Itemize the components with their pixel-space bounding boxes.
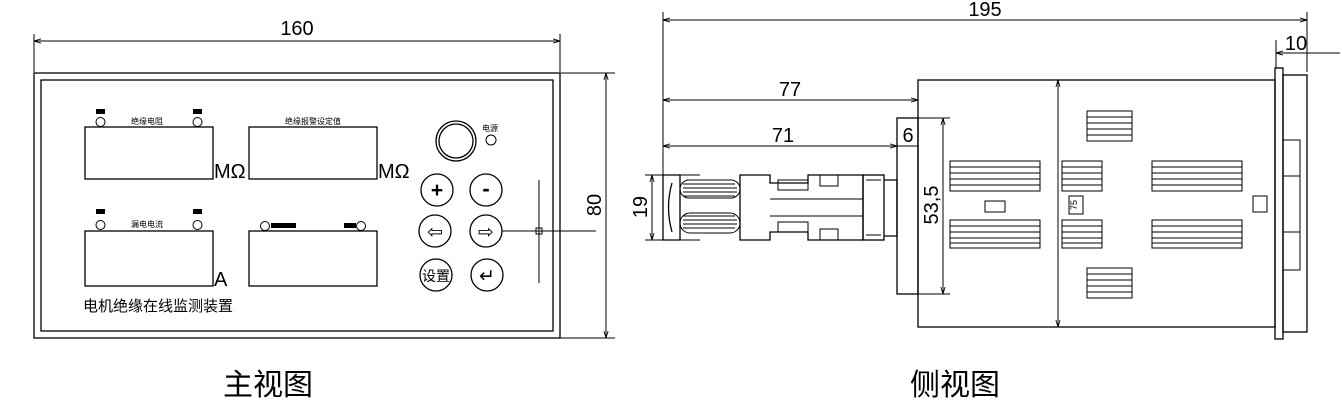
front-panel-outer bbox=[33, 72, 561, 339]
dim-53-5-label: 53,5 bbox=[921, 186, 943, 225]
minus-button[interactable]: - bbox=[469, 173, 503, 207]
indicator-led bbox=[95, 117, 106, 127]
vent-grille bbox=[1061, 160, 1103, 192]
right-button[interactable]: ⇨ bbox=[469, 214, 503, 248]
dim-195-label: 195 bbox=[968, 0, 1001, 21]
front-view: 160 80 绝缘电阻 MΩ 绝缘报警设定值 MΩ bbox=[33, 18, 615, 402]
enter-icon: ↵ bbox=[479, 266, 495, 287]
terminal-connector bbox=[662, 174, 898, 241]
right-arrow-icon: ⇨ bbox=[478, 222, 494, 243]
indicator-led bbox=[192, 220, 203, 230]
power-switch[interactable] bbox=[435, 120, 477, 162]
indicator-led bbox=[95, 220, 106, 230]
dim-160-label: 160 bbox=[280, 18, 313, 40]
display-4-screen bbox=[248, 230, 378, 287]
display-2-screen bbox=[248, 126, 378, 180]
dim-6-label: 6 bbox=[902, 125, 913, 147]
display-1-unit: MΩ bbox=[214, 161, 246, 183]
display-2-label: 绝缘报警设定值 bbox=[285, 116, 341, 126]
dim-19-label: 19 bbox=[630, 196, 652, 218]
power-label: 电源 bbox=[482, 123, 498, 133]
left-arrow-icon: ⇦ bbox=[427, 222, 443, 243]
vent-grille bbox=[1061, 219, 1103, 249]
display-1-label: 绝缘电阻 bbox=[131, 116, 163, 126]
latch bbox=[1068, 195, 1084, 215]
dim-75-label: 75 bbox=[1069, 200, 1079, 210]
svg-text:-: - bbox=[482, 176, 489, 201]
latch bbox=[1252, 195, 1268, 213]
vent-grille bbox=[1151, 219, 1243, 249]
svg-text:设置: 设置 bbox=[422, 268, 450, 284]
side-view-caption: 侧视图 bbox=[910, 369, 1000, 402]
display-2-unit: MΩ bbox=[378, 161, 410, 183]
latch bbox=[984, 200, 1006, 213]
vent-grille bbox=[949, 219, 1041, 249]
dim-80-label: 80 bbox=[584, 194, 606, 216]
vent-grille bbox=[1086, 110, 1133, 142]
device-name: 电机绝缘在线监测装置 bbox=[83, 298, 233, 315]
display-insulation-resistance: 绝缘电阻 MΩ bbox=[84, 109, 246, 183]
side-view: 195 10 77 71 6 19 53,5 75 bbox=[630, 0, 1340, 402]
vent-grilles bbox=[949, 110, 1243, 299]
power-led bbox=[485, 134, 497, 146]
indicator-led bbox=[356, 221, 366, 231]
display-3-screen bbox=[84, 230, 214, 287]
plus-button[interactable]: + bbox=[420, 173, 454, 207]
dim-71-label: 71 bbox=[772, 125, 794, 147]
display-leakage-current: 漏电电流 A bbox=[84, 209, 228, 291]
enter-button[interactable]: ↵ bbox=[470, 258, 504, 292]
front-view-caption: 主视图 bbox=[223, 369, 313, 402]
display-3-label: 漏电电流 bbox=[131, 219, 163, 229]
display-alarm-setpoint: 绝缘报警设定值 MΩ bbox=[248, 116, 410, 183]
vent-grille bbox=[949, 160, 1041, 192]
vent-grille bbox=[1151, 160, 1243, 192]
indicator-led bbox=[260, 221, 270, 231]
display-1-screen bbox=[84, 126, 214, 180]
display-3-unit: A bbox=[214, 269, 228, 291]
dim-10-label: 10 bbox=[1285, 33, 1307, 55]
front-panel-inner bbox=[40, 79, 554, 332]
dim-77-label: 77 bbox=[779, 79, 801, 101]
svg-text:+: + bbox=[431, 179, 443, 202]
left-button[interactable]: ⇦ bbox=[418, 214, 452, 248]
display-4 bbox=[248, 221, 378, 287]
set-button[interactable]: 设置 bbox=[419, 258, 453, 292]
front-bezel bbox=[1274, 67, 1308, 340]
connector-ribs bbox=[683, 183, 737, 229]
indicator-led bbox=[192, 117, 203, 127]
vent-grille bbox=[1086, 267, 1133, 299]
